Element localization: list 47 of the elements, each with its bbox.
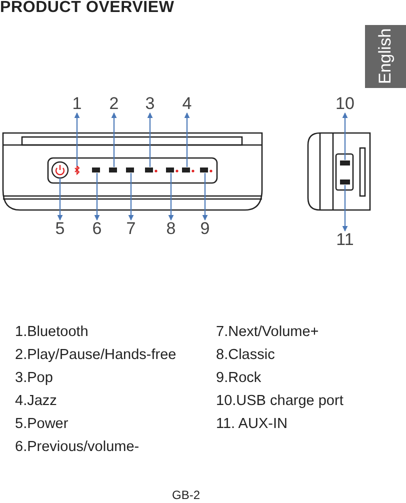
leader-line <box>168 173 174 221</box>
port-icon <box>340 180 350 184</box>
callout-number: 9 <box>200 220 210 238</box>
leader-line <box>342 112 348 160</box>
language-tab: English <box>365 25 406 88</box>
legend-item: 9.Rock <box>216 370 262 387</box>
legend-item: 1.Bluetooth <box>15 324 88 341</box>
indicator-icon <box>200 168 212 172</box>
legend-item: 11. AUX-IN <box>216 416 288 433</box>
callout-number: 3 <box>145 95 155 113</box>
previous-icon <box>92 168 100 172</box>
callout-number: 2 <box>109 95 119 113</box>
indicator-icon <box>166 168 178 172</box>
next-icon <box>126 168 134 172</box>
play-pause-icon <box>109 168 117 172</box>
bluetooth-icon <box>74 164 80 176</box>
leader-line <box>94 173 100 221</box>
callout-number: 10 <box>336 95 354 113</box>
callout-number: 5 <box>55 220 65 238</box>
page-title: PRODUCT OVERVIEW <box>0 0 174 17</box>
legend-item: 2.Play/Pause/Hands-free <box>15 347 176 364</box>
indicator-icon <box>182 168 194 172</box>
leader-line <box>202 173 208 221</box>
callout-number: 11 <box>336 231 354 249</box>
leader-line <box>128 173 134 221</box>
leader-line <box>74 112 80 166</box>
legend-item: 4.Jazz <box>15 393 57 410</box>
legend-item: 8.Classic <box>216 347 275 364</box>
leader-line <box>147 112 153 167</box>
leader-line <box>111 112 117 167</box>
callout-number: 4 <box>182 95 192 113</box>
callout-number: 7 <box>126 220 136 238</box>
legend-item: 5.Power <box>15 416 68 433</box>
page-number: GB-2 <box>172 488 200 502</box>
port-icon <box>340 160 350 166</box>
legend-item: 3.Pop <box>15 370 53 387</box>
legend-item: 10.USB charge port <box>216 393 344 410</box>
indicator-icon <box>145 168 158 172</box>
leader-line <box>57 178 63 221</box>
callout-number: 1 <box>72 95 82 113</box>
leader-line <box>184 112 190 167</box>
power-icon <box>51 161 69 179</box>
legend-item: 7.Next/Volume+ <box>216 324 319 341</box>
callout-number: 6 <box>92 220 102 238</box>
leader-line <box>342 185 348 232</box>
legend-item: 6.Previous/volume- <box>15 439 140 456</box>
callout-number: 8 <box>166 220 176 238</box>
